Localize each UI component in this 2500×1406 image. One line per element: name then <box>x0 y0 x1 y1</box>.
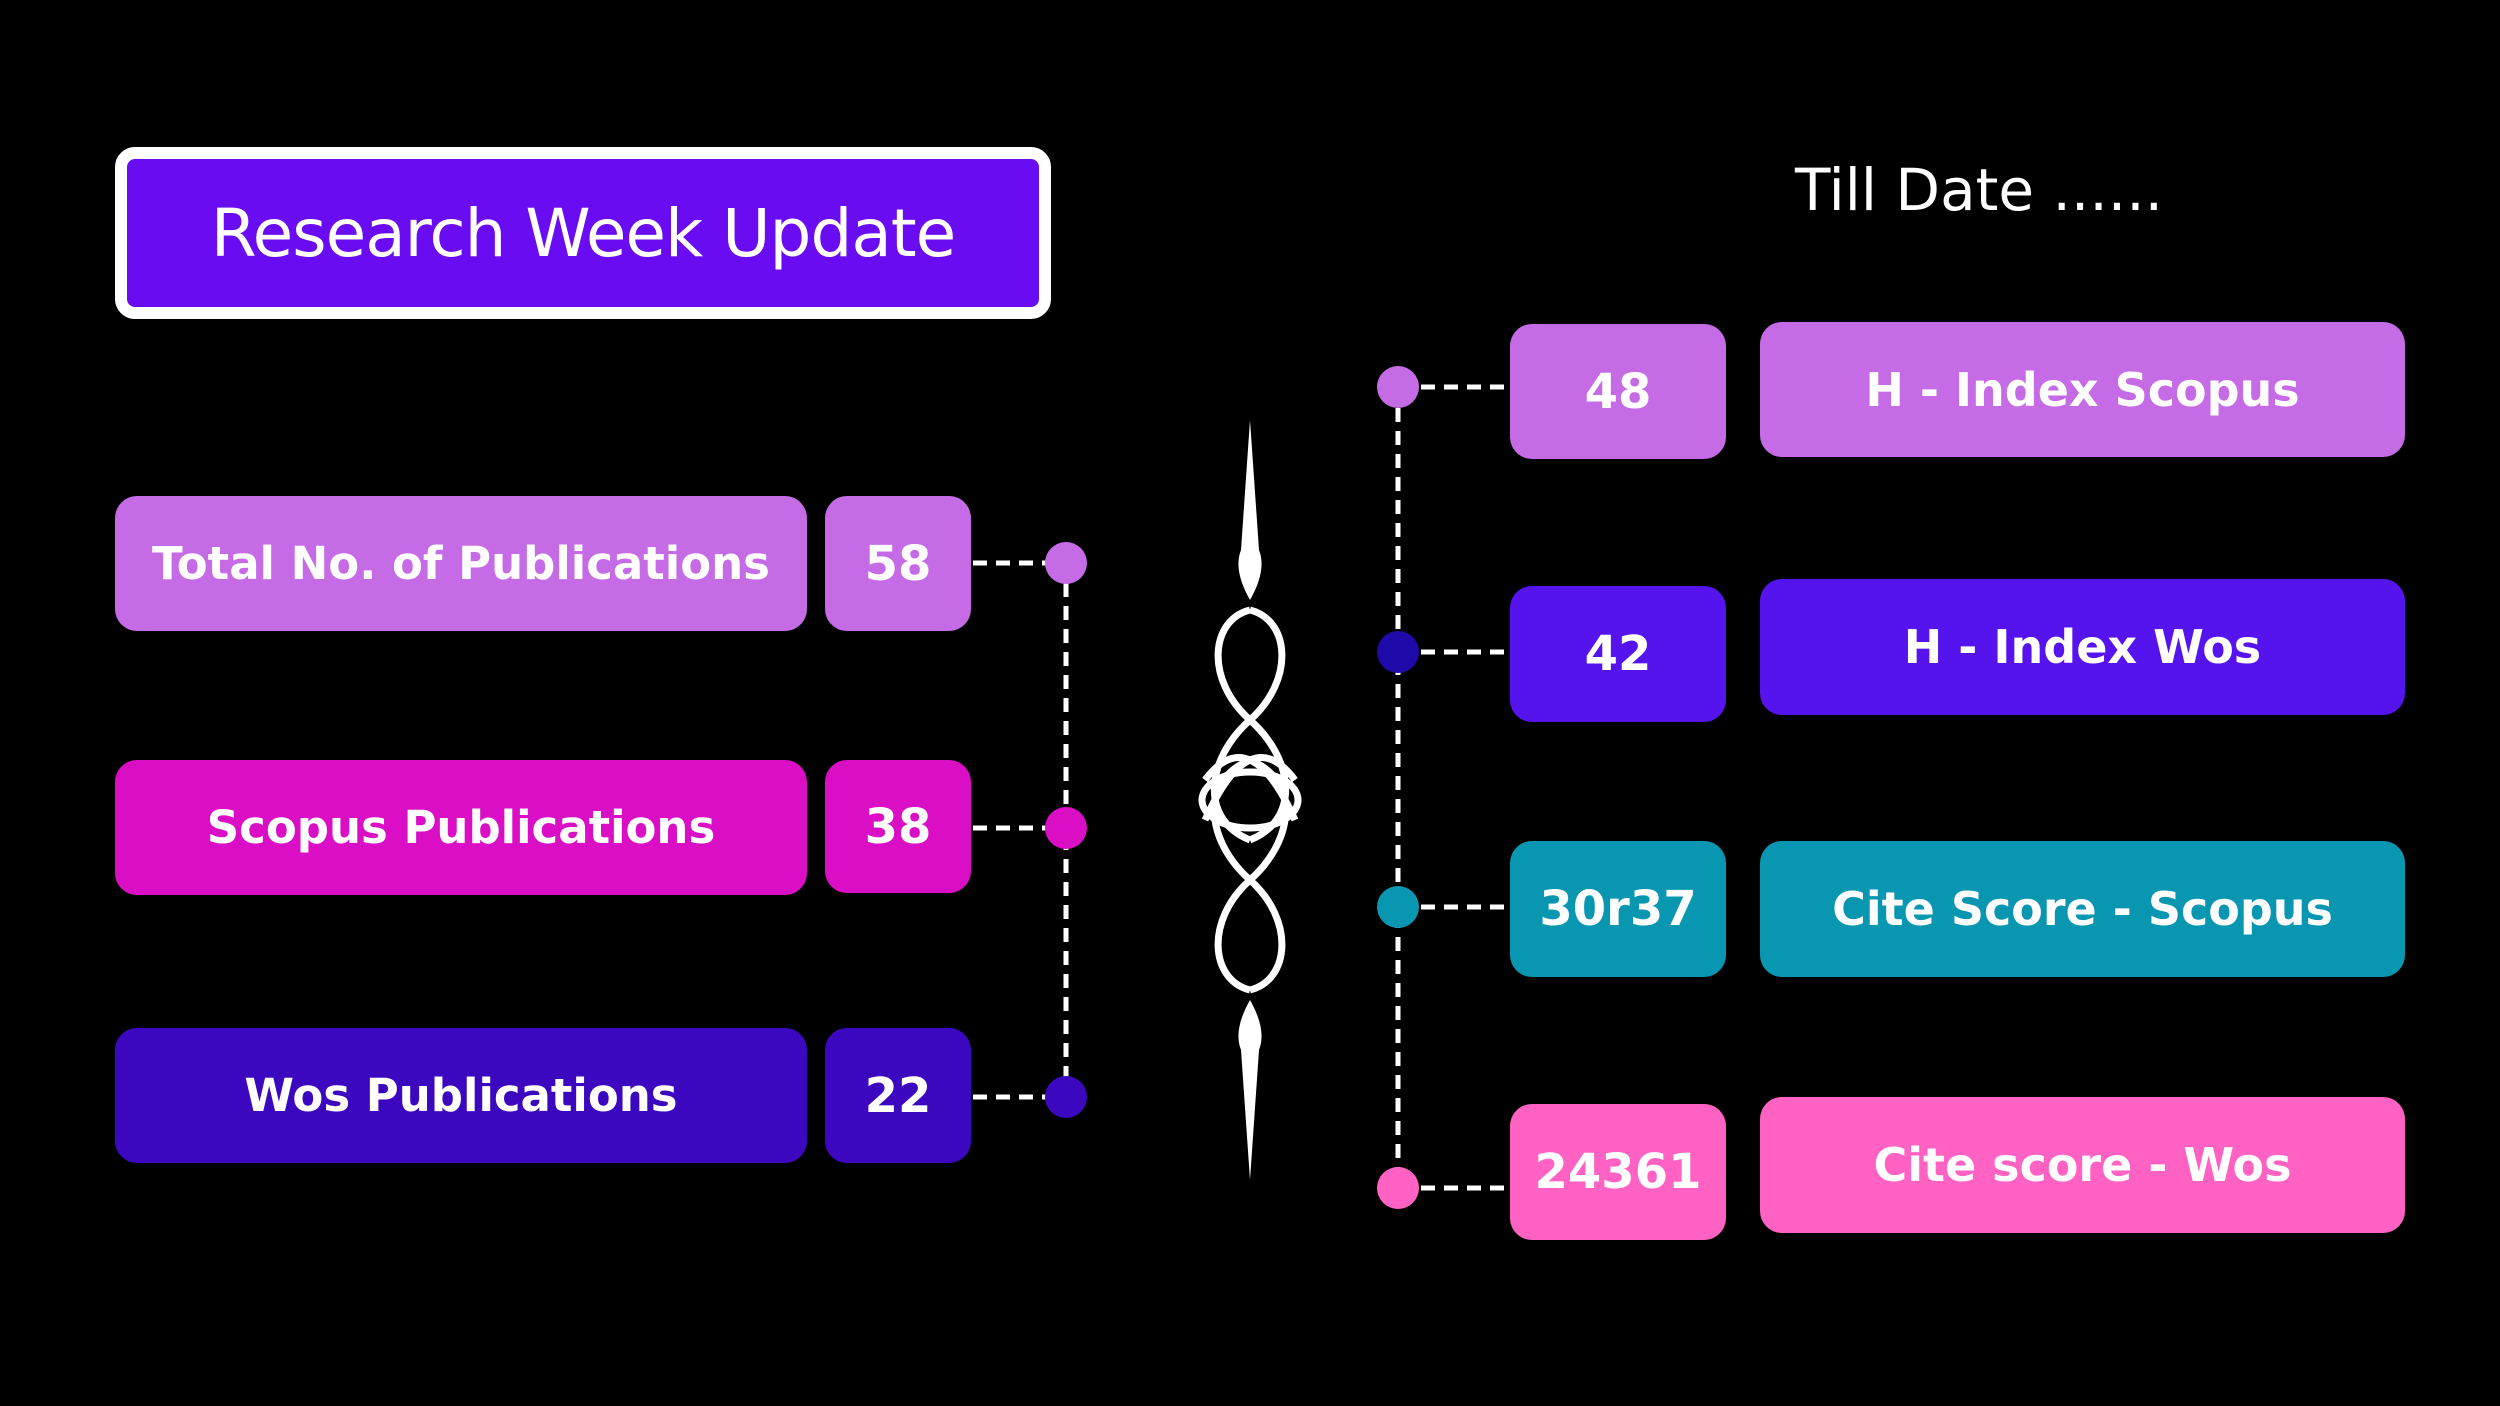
cite-score-wos-value: 24361 <box>1510 1104 1726 1240</box>
h-index-scopus-value: 48 <box>1510 324 1726 459</box>
title-box: Research Week Update <box>115 147 1051 319</box>
celtic-knot-divider-icon <box>1198 420 1302 1180</box>
wos-publications-value: 22 <box>825 1028 971 1163</box>
cite-score-scopus-value: 30r37 <box>1510 841 1726 977</box>
right-dot-4 <box>1377 1167 1419 1209</box>
left-dot-2 <box>1045 807 1087 849</box>
left-dot-3 <box>1045 1076 1087 1118</box>
h-index-wos-label: H - Index Wos <box>1760 579 2405 715</box>
h-index-wos-value: 42 <box>1510 586 1726 722</box>
right-dot-2 <box>1377 631 1419 673</box>
scopus-publications-value: 38 <box>825 760 971 893</box>
total-publications-label: Total No. of Publications <box>115 496 807 631</box>
h-index-scopus-label: H - Index Scopus <box>1760 322 2405 457</box>
cite-score-wos-label: Cite score - Wos <box>1760 1097 2405 1233</box>
till-date-label: Till Date ...... <box>1795 156 2164 224</box>
right-dot-3 <box>1377 886 1419 928</box>
left-dot-1 <box>1045 542 1087 584</box>
total-publications-value: 58 <box>825 496 971 631</box>
wos-publications-label: Wos Publications <box>115 1028 807 1163</box>
page-title: Research Week Update <box>210 194 957 272</box>
cite-score-scopus-label: Cite Score - Scopus <box>1760 841 2405 977</box>
scopus-publications-label: Scopus Publications <box>115 760 807 895</box>
right-dot-1 <box>1377 366 1419 408</box>
